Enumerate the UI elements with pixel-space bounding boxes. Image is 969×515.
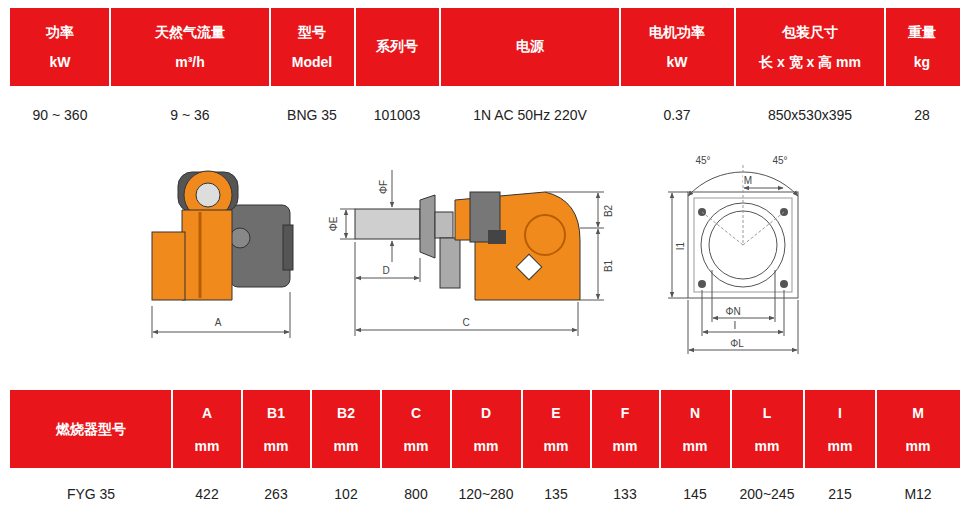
dimension-label: B2 <box>603 204 614 218</box>
header-cell: mm <box>474 439 499 454</box>
dimension-label: I1 <box>675 241 686 251</box>
table-cell: 102 <box>334 487 357 502</box>
header-cell: mm <box>906 439 931 454</box>
table-cell: 101003 <box>374 108 421 123</box>
dimension-label: C <box>461 317 470 328</box>
header-cell: D <box>481 406 491 421</box>
table-cell: 0.37 <box>663 108 690 123</box>
dimension-label: 45° <box>694 155 711 166</box>
header-cell: C <box>411 406 421 421</box>
table-cell: 850x530x395 <box>768 108 852 123</box>
table-cell: 145 <box>683 487 706 502</box>
table-cell: 9 ~ 36 <box>170 108 209 123</box>
table-cell: 422 <box>195 487 218 502</box>
header-cell: N <box>690 406 700 421</box>
header-bar <box>10 8 960 468</box>
table-cell: 800 <box>404 487 427 502</box>
header-cell: I <box>838 406 842 421</box>
header-cell: 燃烧器型号 <box>56 422 126 437</box>
dimension-label: D <box>381 265 390 276</box>
burner-side-view <box>340 170 604 336</box>
dimension-label: ΦE <box>328 216 339 233</box>
table-cell: M12 <box>904 487 931 502</box>
header-cell: 型号 <box>298 25 326 40</box>
header-cell: mm <box>544 439 569 454</box>
dimension-label: ΦL <box>729 338 745 349</box>
dimension-label: ΦF <box>378 179 389 195</box>
header-cell: B2 <box>337 406 355 421</box>
table-cell: 90 ~ 360 <box>33 108 88 123</box>
burner-end-view <box>152 171 293 338</box>
table-cell: 133 <box>613 487 636 502</box>
dimension-label: I <box>733 320 738 331</box>
header-cell: mm <box>334 439 359 454</box>
header-cell: 包装尺寸 <box>782 25 838 40</box>
dimension-label: A <box>214 317 223 328</box>
header-cell: kg <box>914 55 930 70</box>
table-cell: 28 <box>914 108 930 123</box>
table-cell: 120~280 <box>459 487 514 502</box>
header-cell: L <box>763 406 772 421</box>
header-cell: B1 <box>267 406 285 421</box>
table-cell: FYG 35 <box>67 487 115 502</box>
table-cell: 263 <box>264 487 287 502</box>
dimension-label: ΦN <box>724 306 741 317</box>
flange-front-view <box>668 165 798 354</box>
header-cell: mm <box>404 439 429 454</box>
header-cell: 天然气流量 <box>155 25 225 40</box>
header-cell: 重量 <box>908 25 936 40</box>
header-cell: M <box>912 406 924 421</box>
header-cell: mm <box>195 439 220 454</box>
header-cell: E <box>551 406 560 421</box>
header-cell: 系列号 <box>376 39 418 54</box>
header-cell: 功率 <box>46 25 74 40</box>
dimension-label: B1 <box>603 259 614 273</box>
header-cell: A <box>202 406 212 421</box>
header-cell: 电源 <box>516 39 544 54</box>
table-cell: 215 <box>828 487 851 502</box>
header-cell: 长 x 宽 x 高 mm <box>759 55 861 70</box>
header-cell: kW <box>667 55 688 70</box>
table-cell: BNG 35 <box>287 108 337 123</box>
header-cell: mm <box>683 439 708 454</box>
dimension-label: M <box>743 175 753 186</box>
header-cell: mm <box>613 439 638 454</box>
header-cell: m³/h <box>175 55 205 70</box>
header-cell: mm <box>264 439 289 454</box>
header-cell: F <box>621 406 630 421</box>
header-cell: kW <box>50 55 71 70</box>
header-cell: mm <box>828 439 853 454</box>
header-cell: Model <box>292 55 332 70</box>
table-cell: 1N AC 50Hz 220V <box>473 108 587 123</box>
table-cell: 200~245 <box>740 487 795 502</box>
header-cell: 电机功率 <box>649 25 705 40</box>
table-cell: 135 <box>544 487 567 502</box>
header-cell: mm <box>755 439 780 454</box>
dimension-label: 45° <box>771 155 788 166</box>
